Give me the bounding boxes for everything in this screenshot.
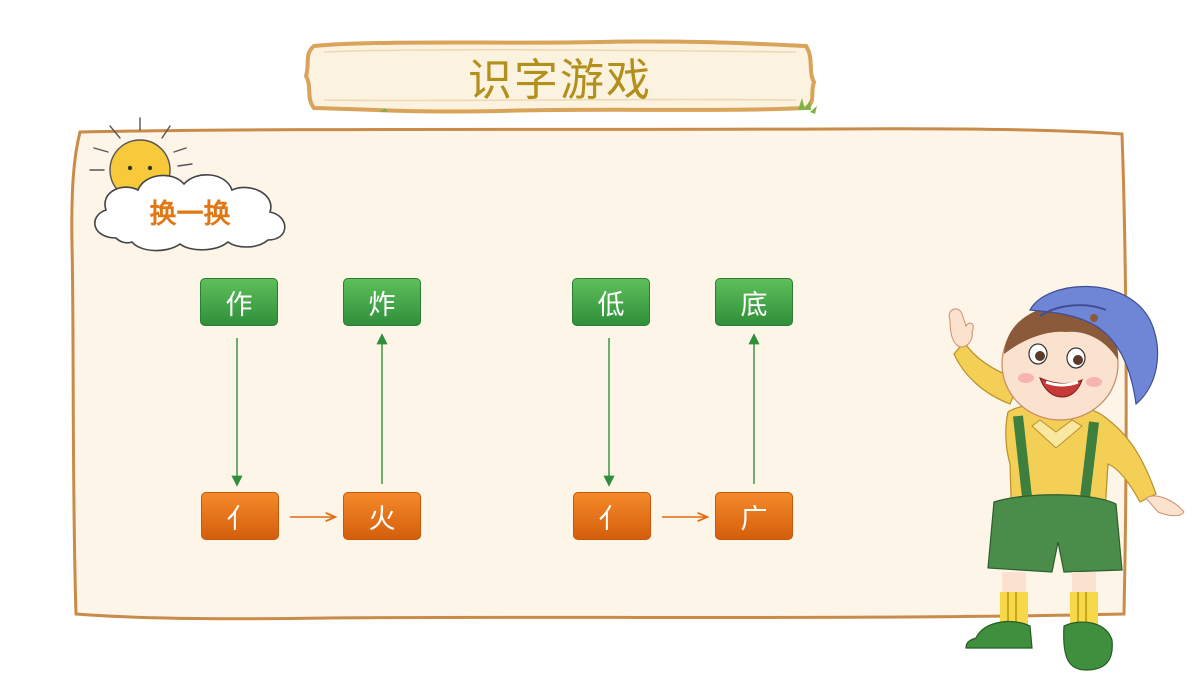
- radical-tile-bottom-right[interactable]: 火: [343, 492, 421, 540]
- char-tile-top-left[interactable]: 低: [572, 278, 650, 326]
- title-banner: 识字游戏: [300, 38, 820, 114]
- cartoon-boy-illustration: [948, 285, 1185, 671]
- page-title: 识字游戏: [468, 55, 652, 106]
- char-tile-top-right[interactable]: 底: [715, 278, 793, 326]
- banner-scroll: [303, 39, 817, 114]
- radical-tile-bottom-left[interactable]: 亻: [573, 492, 651, 540]
- sun-cloud-badge: 换一换: [86, 112, 298, 258]
- radical-tile-bottom-left[interactable]: 亻: [201, 492, 279, 540]
- radical-tile-bottom-right[interactable]: 广: [715, 492, 793, 540]
- char-tile-top-right[interactable]: 炸: [343, 278, 421, 326]
- grass-icon: [380, 98, 817, 114]
- char-tile-top-left[interactable]: 作: [200, 278, 278, 326]
- badge-label: 换一换: [149, 199, 231, 230]
- cloud-shape: [94, 174, 286, 252]
